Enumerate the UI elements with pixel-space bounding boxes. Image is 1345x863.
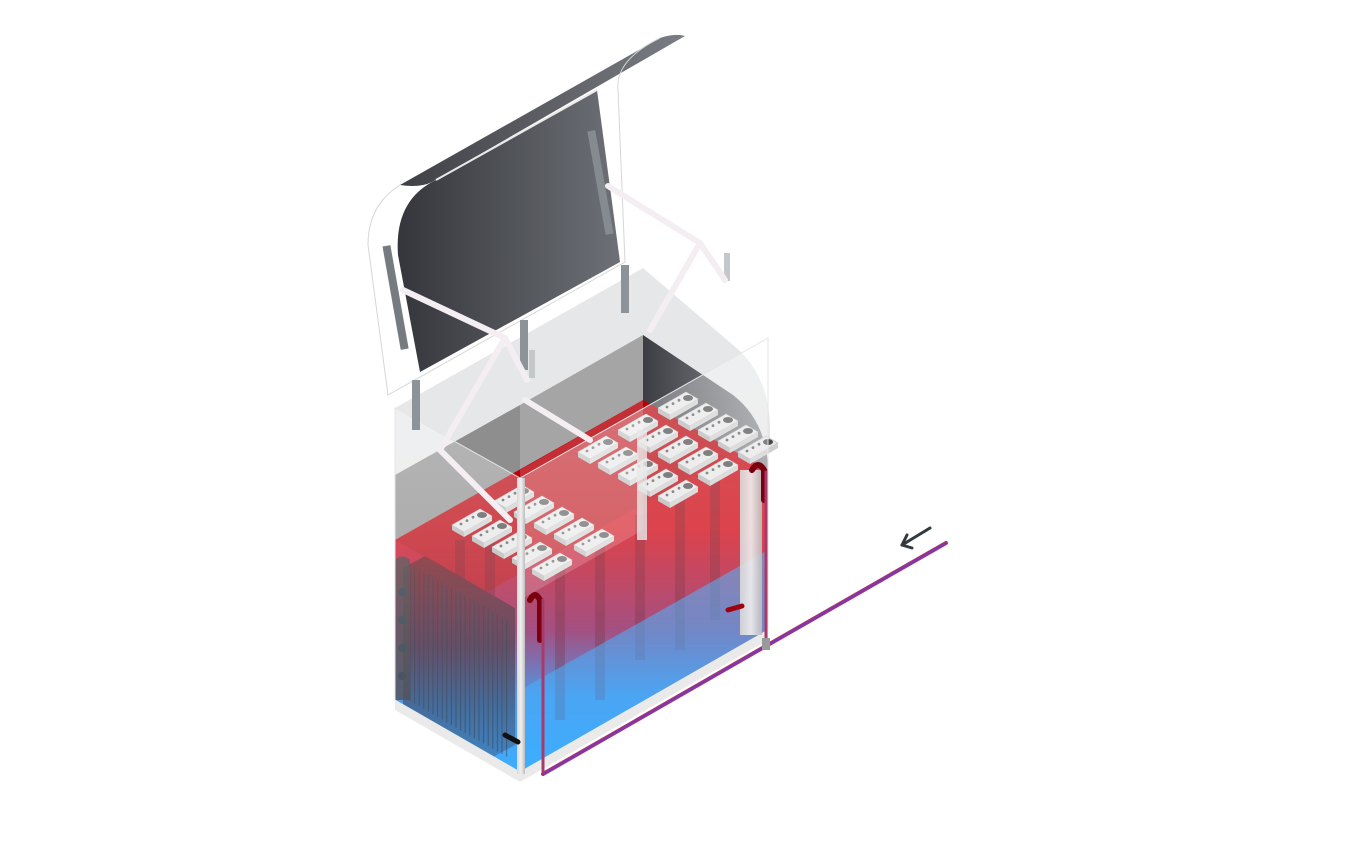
hinge-right-lid [587,130,614,235]
hinge-left-lid [382,245,409,350]
hinge-right-box [621,265,629,313]
back-rim [395,268,770,475]
strut-front-diag [437,447,513,523]
hot-pipe-stub [725,603,745,613]
lid-panel [397,90,620,372]
hot-pipe-right [749,462,767,503]
hinge-latch-2 [724,253,730,281]
hinge-latch-1 [529,350,535,378]
strut-left-upper [400,287,508,341]
arrow-left-down-icon [900,526,932,550]
hot-pipe-front [527,592,543,643]
glass-shelf [520,400,643,600]
corner-post-front [517,478,525,774]
coolant-pipes [502,462,948,776]
hinge-mid-box [520,320,528,370]
back-middle-wall [520,335,643,470]
hinge-left-box [412,380,420,430]
support-struts [400,183,728,523]
strut-left-lower [437,335,508,453]
lid [367,34,685,396]
strut-right-upper [605,183,703,246]
corner-post-inner [637,430,647,540]
strut-back-diag [522,397,593,443]
radiator-return-stub [502,732,521,745]
pipe-junction [762,638,770,650]
strut-right-arm [697,240,728,283]
lid-outer-edge [400,34,685,186]
strut-left-arm [502,335,530,383]
lid-frame-outline [367,37,661,396]
hinges [382,130,730,430]
lid-highlight [435,89,598,181]
strut-right-lower [647,240,703,333]
corner-post-right [740,470,762,635]
